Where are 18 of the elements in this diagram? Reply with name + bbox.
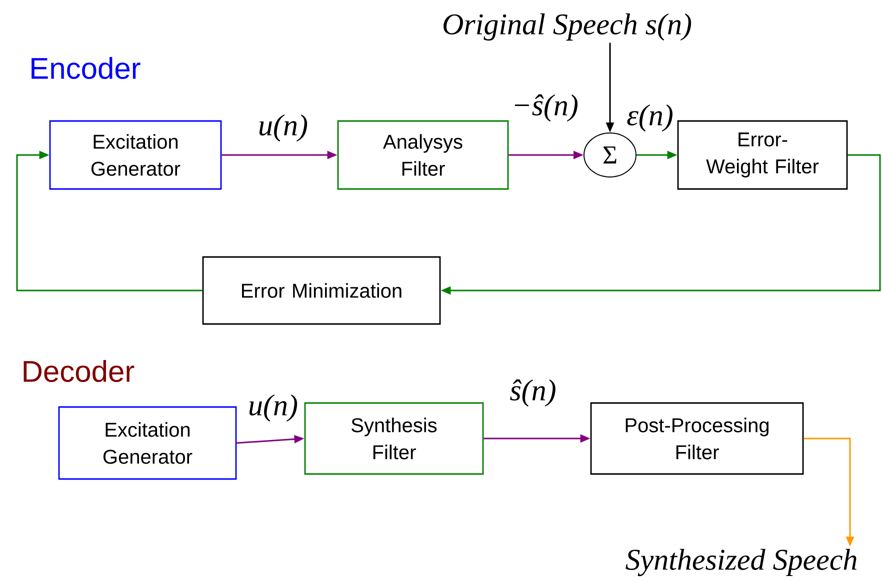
process-box: Error-Weight Filter bbox=[677, 120, 848, 190]
edge-label: u(n) bbox=[260, 114, 308, 142]
section-heading: Decoder bbox=[24, 360, 134, 382]
arrow bbox=[16, 150, 202, 292]
signal-text: Synthesized Speech bbox=[626, 548, 856, 576]
edge-label: ε(n) bbox=[627, 104, 672, 132]
process-box: Analysys Filter bbox=[337, 120, 509, 190]
summing-junction: Σ bbox=[584, 132, 636, 178]
signal-text: Original Speech s(n) bbox=[444, 13, 692, 41]
edge-label: ŝ(n) bbox=[510, 379, 556, 407]
process-box: Synthesis Filter bbox=[304, 402, 484, 475]
process-box: Post-Processing Filter bbox=[590, 402, 804, 475]
process-box: Excitation Generator bbox=[49, 120, 222, 190]
edge-label: −ŝ(n) bbox=[514, 94, 578, 122]
section-heading: Encoder bbox=[32, 56, 140, 80]
edge-label: u(n) bbox=[250, 394, 298, 422]
process-box: Excitation Generator bbox=[58, 406, 237, 480]
process-box: Error Minimization bbox=[202, 256, 441, 325]
